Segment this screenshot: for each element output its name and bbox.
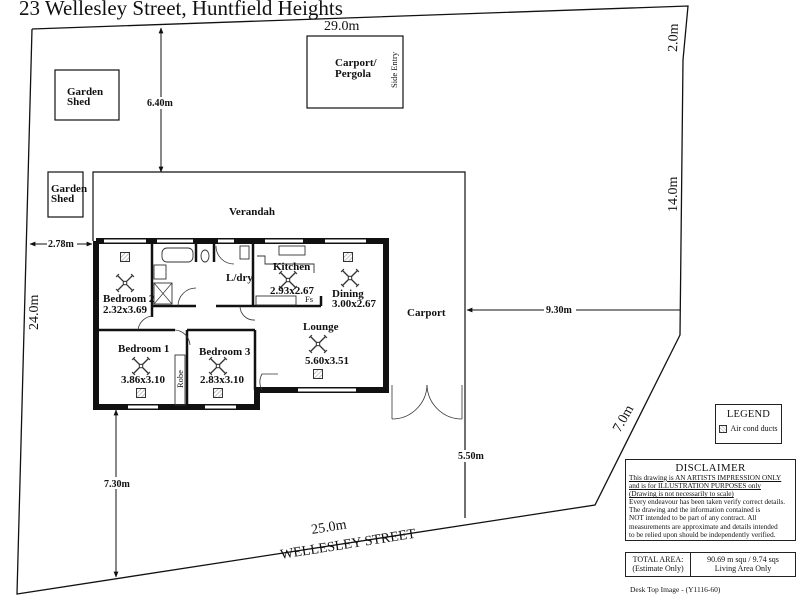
room-bedroom3-name: Bedroom 3	[199, 346, 251, 358]
air-duct-icon	[719, 424, 728, 433]
disclaimer-title: DISCLAIMER	[675, 462, 746, 474]
garden-shed-2-label: Garden	[51, 183, 87, 195]
air-duct-icon	[136, 388, 146, 398]
room-dining-size: 3.00x2.67	[332, 298, 377, 310]
garden-shed-1-label-2: Shed	[67, 96, 90, 108]
air-duct-icon	[120, 252, 130, 262]
garden-shed-1	[54, 69, 120, 121]
garden-shed-2	[47, 171, 84, 218]
total-area-value-2: Living Area Only	[714, 564, 772, 573]
disclaimer-line: The drawing and the information containe…	[629, 506, 761, 515]
disclaimer-line: measurements are approximate and details…	[629, 522, 778, 531]
dim-top: 29.0m	[324, 19, 360, 34]
house-walls	[93, 238, 389, 410]
dim-top-right: 2.0m	[666, 23, 682, 52]
total-area-label: TOTAL AREA: (Estimate Only)	[626, 553, 691, 576]
legend-title: LEGEND	[726, 409, 771, 420]
carport-gates	[391, 384, 463, 420]
room-lounge-size: 5.60x3.51	[305, 355, 349, 367]
verandah-label: Verandah	[229, 206, 275, 218]
garden-shed-1-label: Garden	[67, 86, 103, 98]
legend: LEGEND Air cond ducts	[715, 404, 782, 444]
room-bedroom1-size: 3.86x3.10	[121, 374, 166, 386]
disclaimer-line: Every endeavour has been taken verify co…	[629, 498, 786, 507]
dim-side-left: 2.78m	[48, 239, 75, 250]
dim-right-diagonal: 7.0m	[610, 403, 637, 435]
garden-shed-2-label-2: Shed	[51, 193, 74, 205]
fan-icon	[340, 268, 360, 288]
disclaimer-line: to be relied upon should be independentl…	[629, 530, 776, 539]
total-area-label-2: (Estimate Only)	[632, 564, 684, 573]
fan-icon	[208, 356, 228, 376]
room-bedroom3-size: 2.83x3.10	[200, 374, 245, 386]
disclaimer: DISCLAIMER This drawing is AN ARTISTS IM…	[625, 459, 796, 541]
robe-label: Robe	[175, 370, 185, 388]
total-area-label-1: TOTAL AREA:	[632, 555, 684, 564]
carport-pergola-label-2: Pergola	[335, 68, 372, 80]
room-kitchen-name: Kitchen	[273, 261, 310, 273]
fridge-label: Fs	[305, 294, 313, 304]
disclaimer-line: (Drawing is not necessarily to scale)	[629, 490, 734, 499]
street-name: WELLESLEY STREET	[279, 527, 417, 563]
air-duct-icon	[313, 369, 323, 379]
disclaimer-line: and is for ILLUSTRATION PURPOSES only	[629, 482, 761, 491]
verandah-carport-outline	[92, 171, 466, 518]
dim-right: 14.0m	[666, 177, 681, 213]
room-bedroom2-name: Bedroom 2	[103, 293, 155, 305]
dim-side-right: 9.30m	[546, 305, 573, 316]
fan-icon	[115, 273, 135, 293]
page-title: 23 Wellesley Street, Huntfield Heights	[19, 0, 343, 20]
dim-front-right: 5.50m	[458, 451, 485, 462]
total-area: TOTAL AREA: (Estimate Only) 90.69 m squ …	[625, 552, 796, 577]
disclaimer-line: This drawing is AN ARTISTS IMPRESSION ON…	[629, 474, 782, 482]
dim-front-left: 7.30m	[104, 479, 131, 490]
room-bedroom1-name: Bedroom 1	[118, 343, 169, 355]
room-dining-name: Dining	[332, 288, 364, 300]
dim-rear: 6.40m	[147, 98, 174, 109]
footer-caption: Desk Top Image - (Y1116-60)	[630, 585, 721, 594]
total-area-value: 90.69 m squ / 9.74 sqs Living Area Only	[691, 553, 795, 576]
carport-label: Carport	[407, 307, 446, 319]
dim-bottom: 25.0m	[310, 518, 347, 538]
room-laundry-name: L/dry	[226, 272, 253, 284]
air-duct-icon	[213, 388, 223, 398]
room-lounge-name: Lounge	[303, 321, 339, 333]
site-boundary	[16, 5, 689, 595]
air-duct-icon	[343, 252, 353, 262]
dim-left: 24.0m	[27, 295, 42, 331]
fan-icon	[131, 356, 151, 376]
disclaimer-line: NOT intended to be part of any contract.…	[629, 514, 757, 523]
total-area-value-1: 90.69 m squ / 9.74 sqs	[707, 555, 779, 564]
legend-item: Air cond ducts	[716, 424, 781, 433]
carport-pergola	[306, 35, 404, 109]
carport-pergola-label: Carport/	[335, 57, 377, 69]
side-entry-label: Side Entry	[389, 51, 399, 88]
room-kitchen-size: 2.93x2.67	[270, 285, 315, 297]
legend-item-label: Air cond ducts	[730, 424, 778, 433]
fan-icon	[308, 334, 328, 354]
room-bedroom2-size: 2.32x3.69	[103, 304, 148, 316]
